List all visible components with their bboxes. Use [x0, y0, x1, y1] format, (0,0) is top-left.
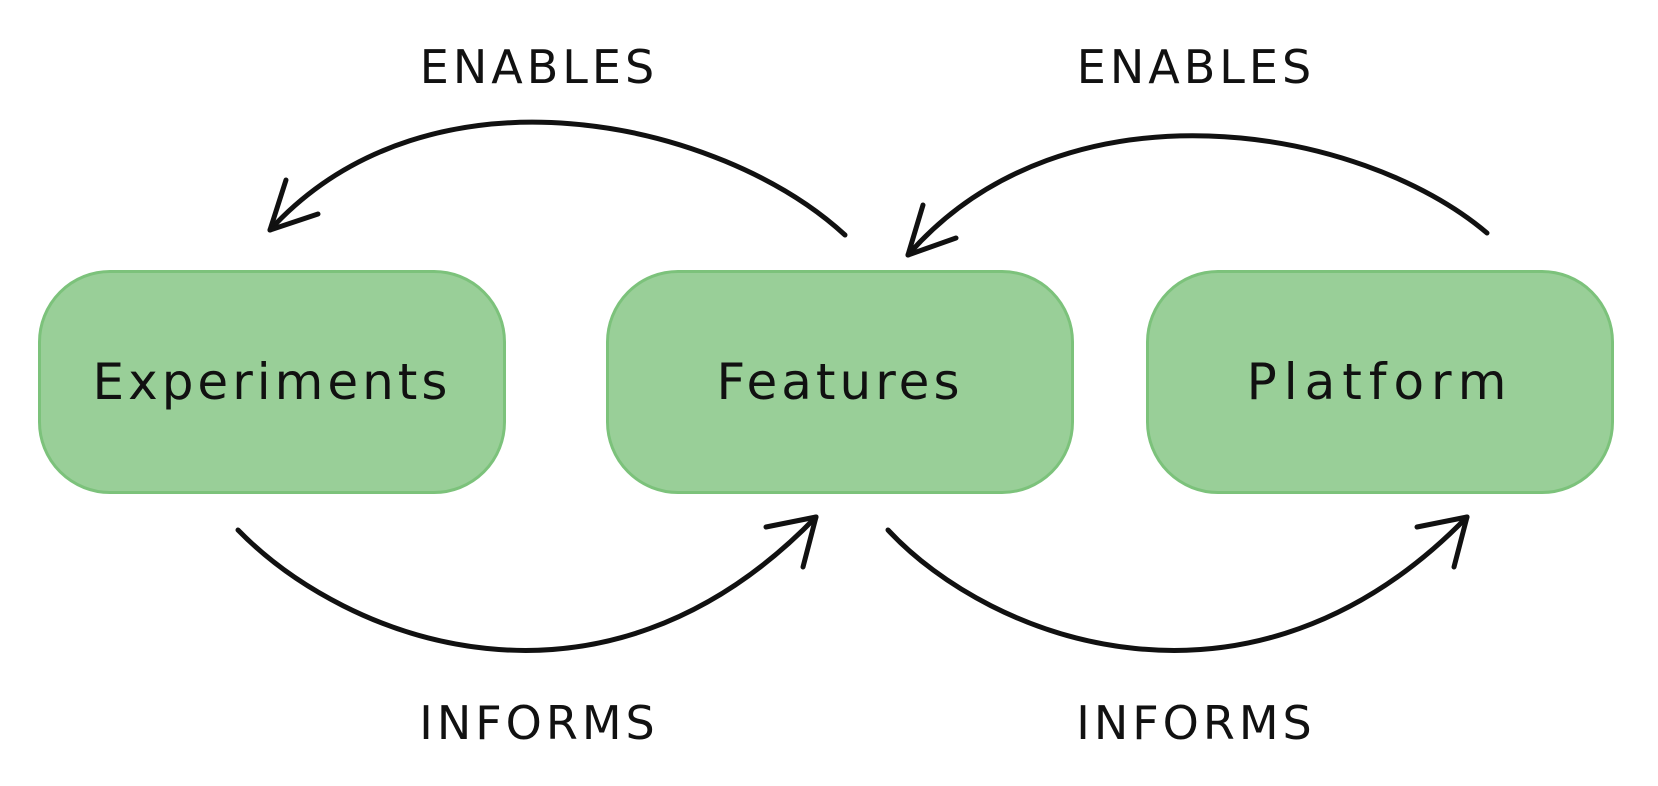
node-experiments-label: Experiments — [92, 353, 452, 411]
node-features-label: Features — [716, 353, 964, 411]
node-features: Features — [606, 270, 1074, 494]
node-experiments: Experiments — [38, 270, 506, 494]
arrow-features-to-experiments — [267, 119, 848, 238]
arrow-experiments-to-features — [235, 514, 819, 653]
arrow-features-to-platform — [885, 514, 1470, 653]
node-platform-label: Platform — [1246, 353, 1514, 411]
arrow-platform-to-features — [905, 133, 1490, 258]
edge-label-enables-left: ENABLES — [419, 40, 659, 94]
edge-label-informs-left: INFORMS — [419, 696, 659, 750]
node-platform: Platform — [1146, 270, 1614, 494]
edge-label-informs-right: INFORMS — [1076, 696, 1316, 750]
edge-label-enables-right: ENABLES — [1076, 40, 1316, 94]
